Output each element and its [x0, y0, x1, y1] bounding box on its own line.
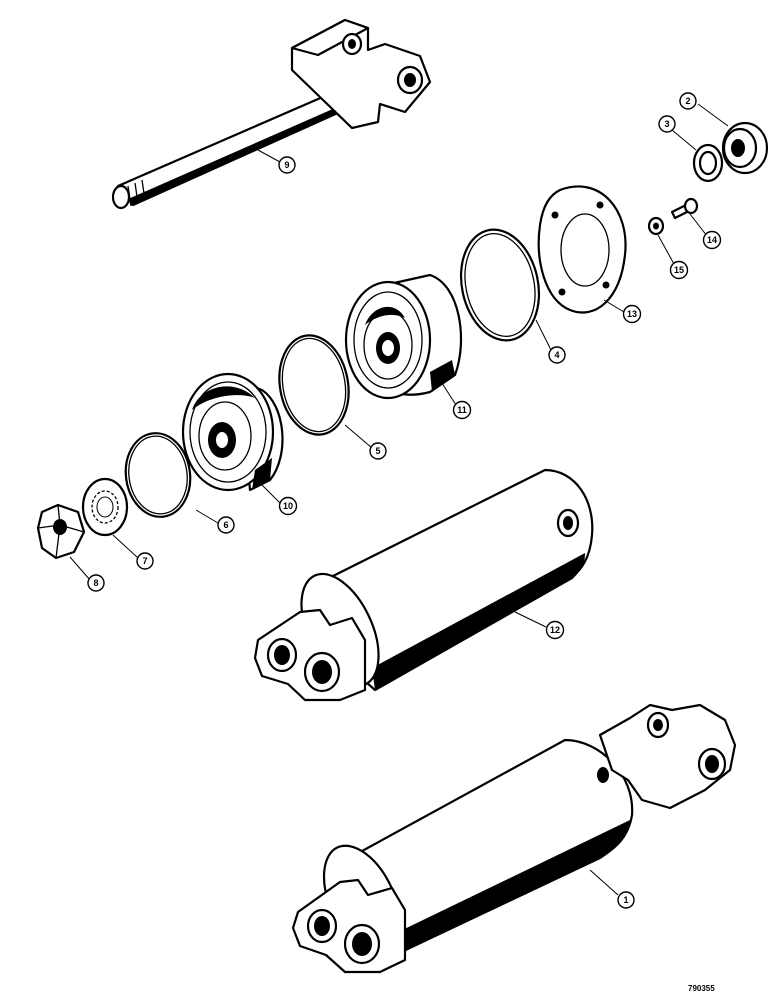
callout-2: 2 [679, 92, 697, 110]
callout-9: 9 [278, 156, 296, 174]
svg-text:10: 10 [283, 501, 293, 511]
svg-text:12: 12 [550, 625, 560, 635]
svg-text:7: 7 [142, 556, 147, 566]
callout-4: 4 [548, 346, 566, 364]
callout-10: 10 [278, 496, 298, 516]
callout-8: 8 [87, 574, 105, 592]
gland-nut-part [721, 121, 769, 175]
cylinder-head-part [344, 273, 463, 400]
callout-13: 13 [622, 304, 642, 324]
svg-text:8: 8 [93, 578, 98, 588]
lock-washer-part [647, 216, 665, 236]
callout-6: 6 [217, 516, 235, 534]
drawing-code: 790355 [688, 984, 715, 993]
piston-rod-part [111, 18, 432, 210]
callout-14: 14 [702, 230, 722, 250]
callout-12: 12 [545, 620, 565, 640]
svg-text:1: 1 [623, 895, 628, 905]
svg-text:13: 13 [627, 309, 637, 319]
svg-text:14: 14 [707, 235, 717, 245]
retainer-plate-part [537, 185, 627, 314]
svg-text:11: 11 [457, 405, 467, 415]
callout-15: 15 [669, 260, 689, 280]
cylinder-barrel-part [253, 468, 594, 702]
snap-ring-part [459, 228, 541, 342]
wiper-ring-part [692, 143, 724, 183]
svg-text:2: 2 [685, 96, 690, 106]
cap-screw-part [670, 197, 699, 220]
callout-11: 11 [452, 400, 472, 420]
callout-7: 7 [136, 552, 154, 570]
callout-5: 5 [369, 442, 387, 460]
svg-text:5: 5 [375, 446, 380, 456]
svg-text:9: 9 [284, 160, 289, 170]
leader-lines [69, 103, 729, 896]
hex-nut-part [36, 503, 86, 560]
svg-text:6: 6 [223, 520, 228, 530]
o-ring-large-part [278, 334, 350, 436]
svg-text:4: 4 [554, 350, 559, 360]
washer-part [81, 477, 129, 537]
svg-text:3: 3 [664, 119, 669, 129]
svg-text:15: 15 [674, 265, 684, 275]
assembled-cylinder-part [291, 703, 737, 974]
callout-3: 3 [658, 115, 676, 133]
piston-part [181, 372, 284, 492]
callout-1: 1 [617, 891, 635, 909]
o-ring-small-part [124, 432, 192, 518]
